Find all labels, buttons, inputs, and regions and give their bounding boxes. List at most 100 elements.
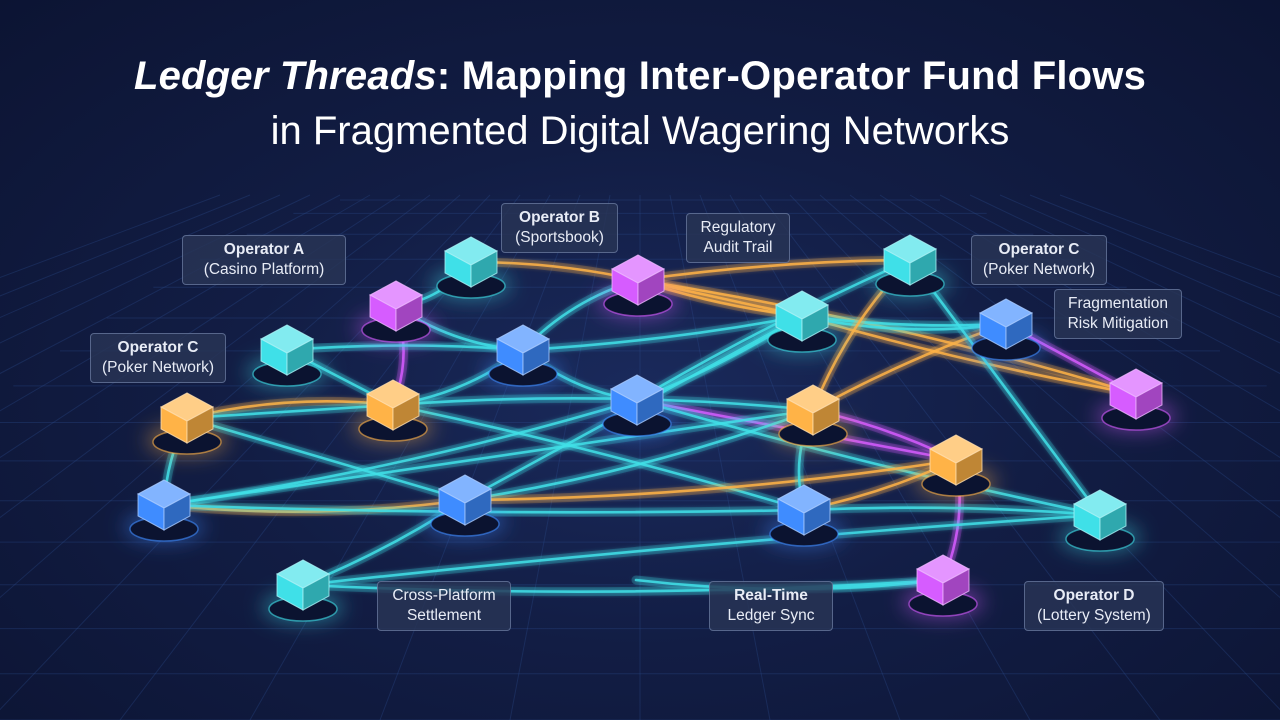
flow-edge bbox=[518, 311, 807, 355]
grid-line bbox=[849, 194, 1280, 519]
label-line2: Audit Trail bbox=[703, 239, 773, 256]
flow-edge bbox=[633, 255, 915, 285]
diagram-title: Ledger Threads: Mapping Inter-Operator F… bbox=[0, 48, 1280, 104]
label-regulatory-audit: Regulatory Audit Trail bbox=[686, 213, 790, 263]
operator-node bbox=[597, 374, 677, 437]
node-right-face bbox=[163, 493, 191, 531]
grid-line bbox=[0, 194, 461, 599]
label-line2: Settlement bbox=[406, 607, 482, 624]
operator-node bbox=[247, 324, 327, 387]
grid-line bbox=[0, 194, 251, 297]
node-right-face bbox=[522, 338, 550, 376]
node-right-face bbox=[637, 268, 665, 306]
operator-node bbox=[431, 236, 511, 299]
label-line2: (Casino Platform) bbox=[203, 261, 325, 278]
grid-line bbox=[0, 194, 341, 375]
label-line2: Ledger Sync bbox=[727, 607, 815, 624]
flow-edge-line bbox=[391, 403, 806, 512]
flow-edge bbox=[799, 503, 1105, 520]
grid-line bbox=[999, 194, 1280, 319]
node-right-face bbox=[909, 248, 937, 286]
label-real-time: Real-Time Ledger Sync bbox=[709, 581, 833, 631]
flow-edge-line bbox=[162, 408, 815, 507]
flow-edge-line bbox=[285, 344, 525, 352]
node-right-face bbox=[470, 250, 498, 288]
grid-line bbox=[0, 194, 491, 711]
diagram-subtitle: in Fragmented Digital Wagering Networks bbox=[270, 109, 1010, 153]
node-right-face bbox=[803, 498, 831, 536]
title-accent: Ledger Threads bbox=[133, 54, 437, 98]
node-right-face bbox=[1099, 503, 1127, 541]
label-fragmentation-risk: Fragmentation Risk Mitigation bbox=[1054, 289, 1182, 339]
flow-edge-line bbox=[636, 258, 912, 282]
node-right-face bbox=[186, 406, 214, 444]
flow-edge-line bbox=[802, 506, 1102, 517]
node-right-face bbox=[942, 568, 970, 606]
label-line1: Operator A bbox=[223, 241, 305, 258]
operator-node bbox=[124, 479, 204, 542]
operator-nodes bbox=[124, 234, 1176, 622]
label-operator-c-right: Operator C (Poker Network) bbox=[971, 235, 1107, 285]
grid-line bbox=[969, 194, 1280, 344]
operator-node bbox=[147, 392, 227, 455]
flow-edge-line bbox=[301, 513, 1102, 587]
flow-edge bbox=[388, 393, 818, 415]
label-operator-d: Operator D (Lottery System) bbox=[1024, 581, 1164, 631]
grid-line bbox=[669, 194, 771, 720]
grid-line bbox=[509, 194, 611, 720]
label-line1: Cross-Platform bbox=[392, 587, 496, 604]
label-line1: Operator C bbox=[998, 241, 1080, 258]
operator-node bbox=[870, 234, 950, 297]
flow-edge bbox=[460, 405, 818, 505]
operator-node bbox=[916, 434, 996, 497]
flow-edge-line bbox=[162, 498, 467, 513]
grid-line bbox=[1029, 194, 1280, 297]
node-right-face bbox=[395, 294, 423, 332]
label-operator-a: Operator A (Casino Platform) bbox=[182, 235, 346, 285]
label-line1: Operator C bbox=[117, 339, 199, 356]
operator-node bbox=[903, 554, 983, 617]
label-line2: (Sportsbook) bbox=[515, 229, 604, 246]
label-operator-b: Operator B (Sportsbook) bbox=[501, 203, 618, 253]
operator-node bbox=[483, 324, 563, 387]
flow-edge-line bbox=[800, 314, 1138, 396]
node-right-face bbox=[1005, 312, 1033, 350]
grid-line bbox=[0, 194, 281, 319]
grid-line bbox=[0, 194, 311, 344]
operator-node bbox=[1060, 489, 1140, 552]
label-line2: (Lottery System) bbox=[1037, 607, 1151, 624]
flow-edge bbox=[282, 341, 528, 355]
node-right-face bbox=[801, 304, 829, 342]
flow-edge bbox=[182, 413, 470, 505]
flow-edge-line bbox=[185, 416, 467, 502]
flow-edge bbox=[460, 455, 961, 505]
node-right-face bbox=[302, 573, 330, 611]
operator-node bbox=[773, 384, 853, 447]
node-right-face bbox=[286, 338, 314, 376]
node-right-face bbox=[812, 398, 840, 436]
flow-edge-line bbox=[635, 398, 1102, 517]
flow-edge-line bbox=[463, 408, 815, 502]
flow-edge bbox=[797, 311, 1141, 399]
operator-node bbox=[966, 298, 1046, 361]
grid-line bbox=[729, 194, 1031, 720]
flow-edge bbox=[159, 495, 470, 517]
title-rest: : Mapping Inter-Operator Fund Flows bbox=[436, 54, 1147, 98]
label-operator-c-left: Operator C (Poker Network) bbox=[90, 333, 226, 383]
operator-node bbox=[263, 559, 343, 622]
node-right-face bbox=[636, 388, 664, 426]
operator-node bbox=[598, 254, 678, 317]
label-cross-platform: Cross-Platform Settlement bbox=[377, 581, 511, 631]
node-right-face bbox=[1135, 382, 1163, 420]
flow-edge bbox=[159, 405, 818, 510]
operator-node bbox=[425, 474, 505, 537]
label-line2: Risk Mitigation bbox=[1067, 315, 1169, 332]
label-line1: Operator B bbox=[519, 209, 600, 226]
flow-edge bbox=[632, 395, 1105, 520]
operator-node bbox=[353, 379, 433, 442]
flow-edge bbox=[298, 510, 1105, 590]
label-line1: Fragmentation bbox=[1068, 295, 1168, 312]
flow-edge-line bbox=[391, 397, 815, 412]
flow-edge-line bbox=[521, 314, 804, 352]
